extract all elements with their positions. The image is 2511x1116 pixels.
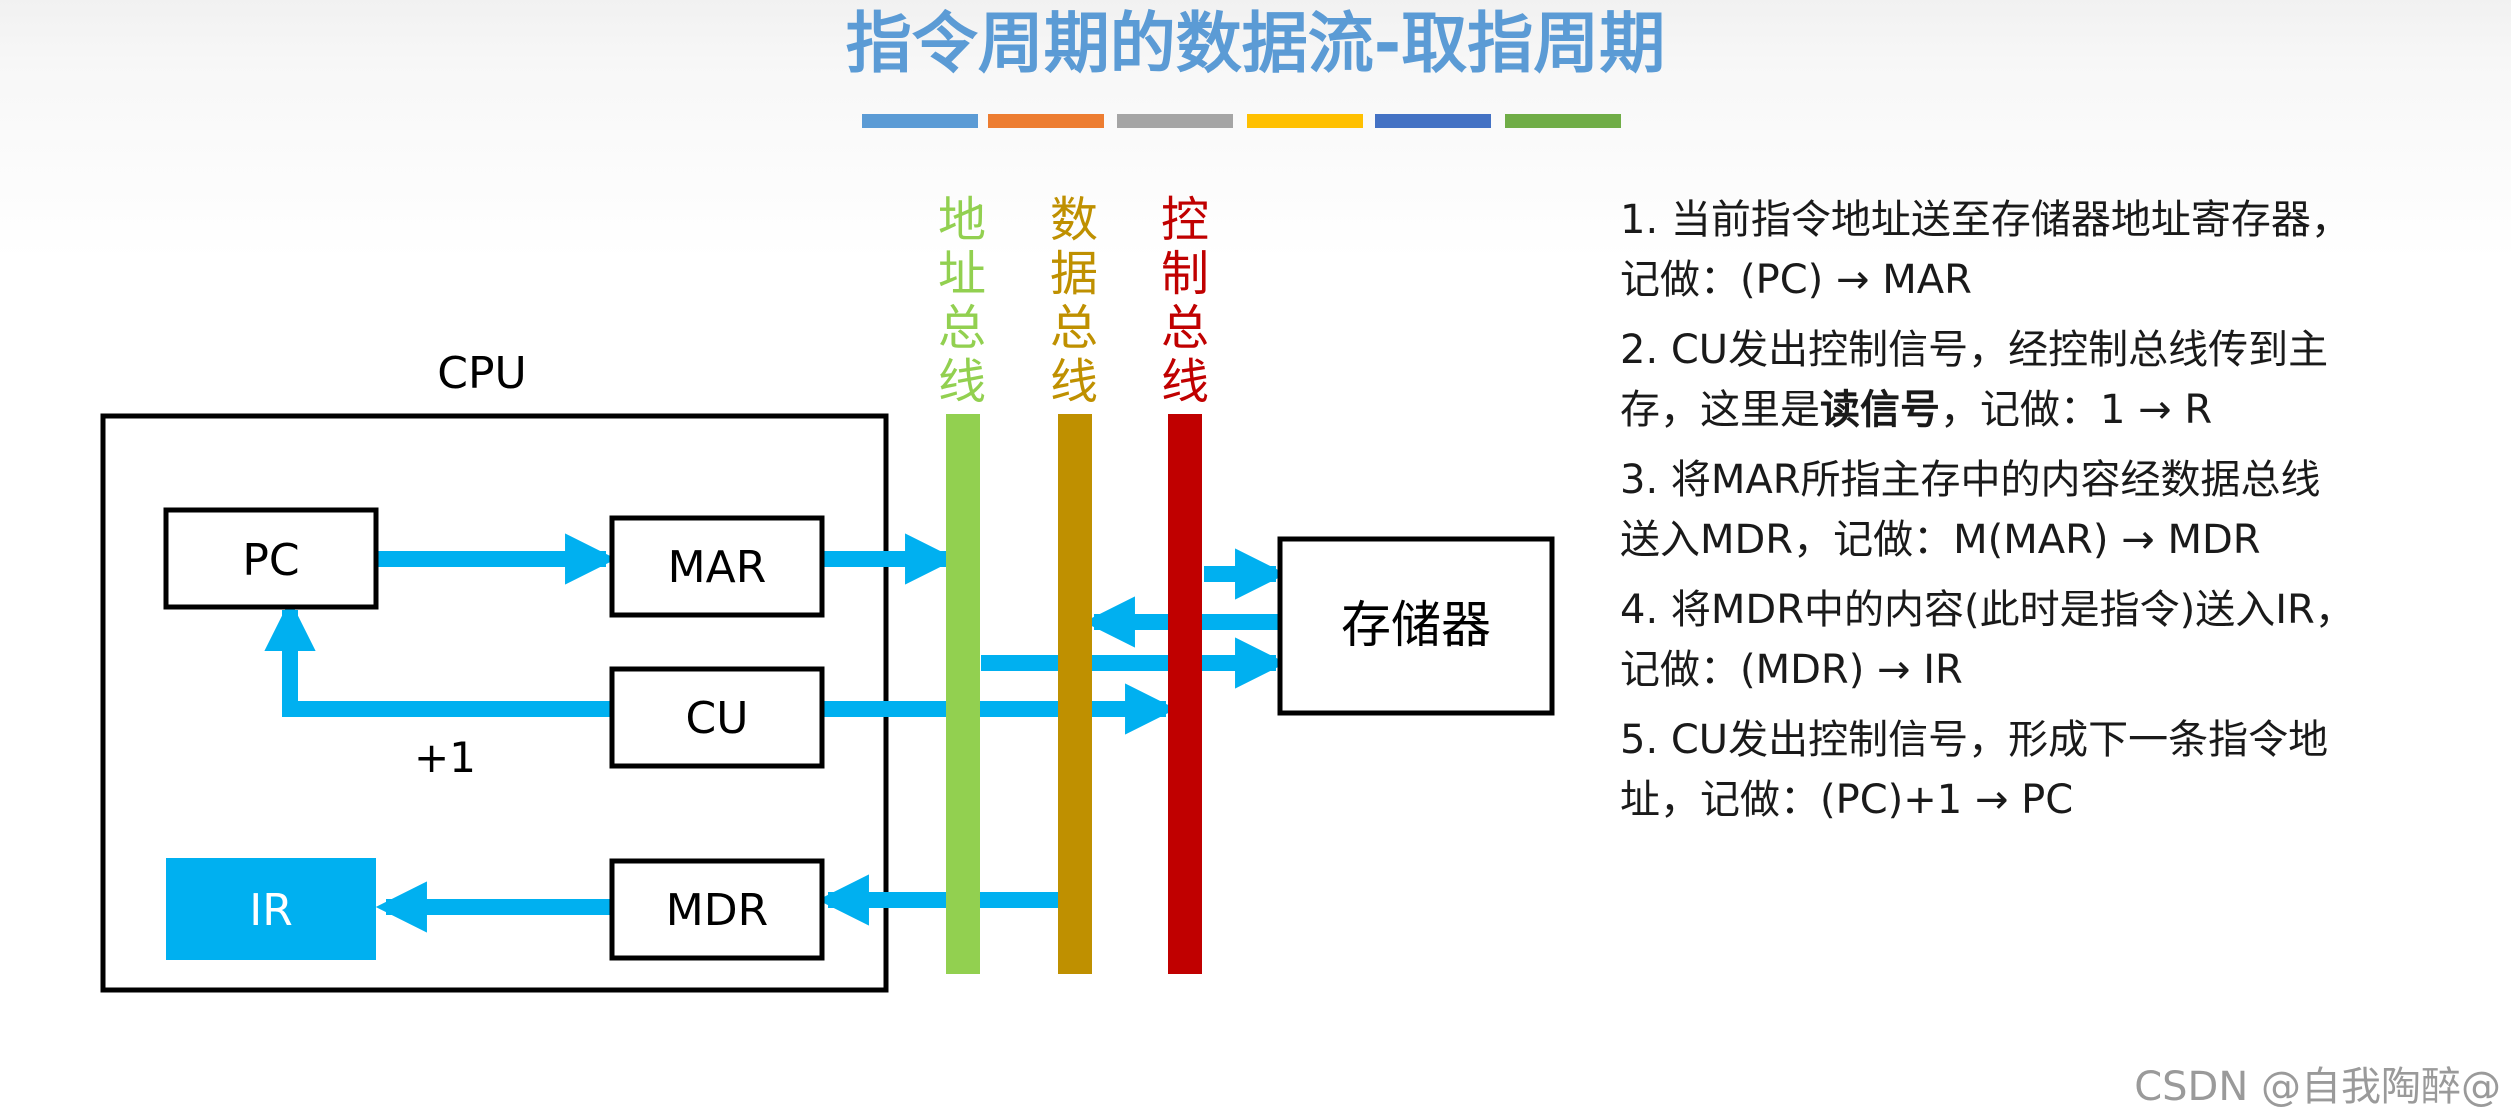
step-text: 2. CU发出控制信号，经控制总线传到主 存，这里是	[1620, 327, 2329, 433]
color-bar	[1247, 114, 1363, 128]
mdr-register-label: MDR	[666, 885, 768, 936]
mar-register-label: MAR	[668, 542, 767, 593]
step-text: 3. 将MAR所指主存中的内容经数据总线 送入MDR，记做：M(MAR) → M…	[1620, 457, 2321, 563]
pc-register-label: PC	[242, 535, 299, 586]
step-list: 1. 当前指令地址送至存储器地址寄存器， 记做：(PC) → MAR 2. CU…	[1620, 190, 2460, 840]
step-item: 5. CU发出控制信号，形成下一条指令地 址，记做：(PC)+1 → PC	[1620, 710, 2460, 830]
color-bar	[1375, 114, 1491, 128]
step-text: 5. CU发出控制信号，形成下一条指令地 址，记做：(PC)+1 → PC	[1620, 717, 2329, 823]
data-bus	[1058, 414, 1092, 974]
address-bus	[946, 414, 980, 974]
address-bus-label: 地址总线	[938, 192, 986, 410]
color-bar	[988, 114, 1104, 128]
color-bar	[1117, 114, 1233, 128]
cu-increment-pc-arrow	[264, 599, 612, 717]
color-bar	[1505, 114, 1621, 128]
memory-box	[1277, 536, 1555, 716]
slide-title: 指令周期的数据流-取指周期	[845, 5, 1666, 82]
color-bar	[862, 114, 978, 128]
data-bus-label: 数据总线	[1050, 192, 1098, 410]
cu-label: CU	[686, 693, 749, 744]
memory-label: 存储器	[1341, 596, 1491, 654]
step-item: 4. 将MDR中的内容(此时是指令)送入IR， 记做：(MDR) → IR	[1620, 580, 2460, 700]
ir-register-label: IR	[249, 885, 293, 936]
cpu-label: CPU	[437, 348, 526, 399]
ir-register-box	[166, 858, 376, 960]
control-bus-label: 控制总线	[1161, 192, 1209, 410]
cu-box	[609, 666, 825, 769]
step-item: 3. 将MAR所指主存中的内容经数据总线 送入MDR，记做：M(MAR) → M…	[1620, 450, 2460, 570]
mar-register-box	[609, 515, 825, 618]
step-text: 4. 将MDR中的内容(此时是指令)送入IR， 记做：(MDR) → IR	[1620, 587, 2355, 693]
increment-label: +1	[414, 733, 476, 782]
step-text-suffix: ，记做：1 → R	[1940, 387, 2213, 433]
control-bus	[1168, 414, 1202, 974]
mdr-register-box	[609, 858, 825, 961]
step-text: 1. 当前指令地址送至存储器地址寄存器， 记做：(PC) → MAR	[1620, 197, 2351, 303]
csdn-credit: CSDN @自我陶醉@	[2134, 1064, 2501, 1110]
arrow-group	[264, 533, 1287, 933]
step-item: 1. 当前指令地址送至存储器地址寄存器， 记做：(PC) → MAR	[1620, 190, 2460, 310]
pc-register-box	[163, 507, 379, 610]
step-item: 2. CU发出控制信号，经控制总线传到主 存，这里是读信号，记做：1 → R	[1620, 320, 2460, 440]
step-emphasis: 读信号	[1820, 387, 1940, 433]
